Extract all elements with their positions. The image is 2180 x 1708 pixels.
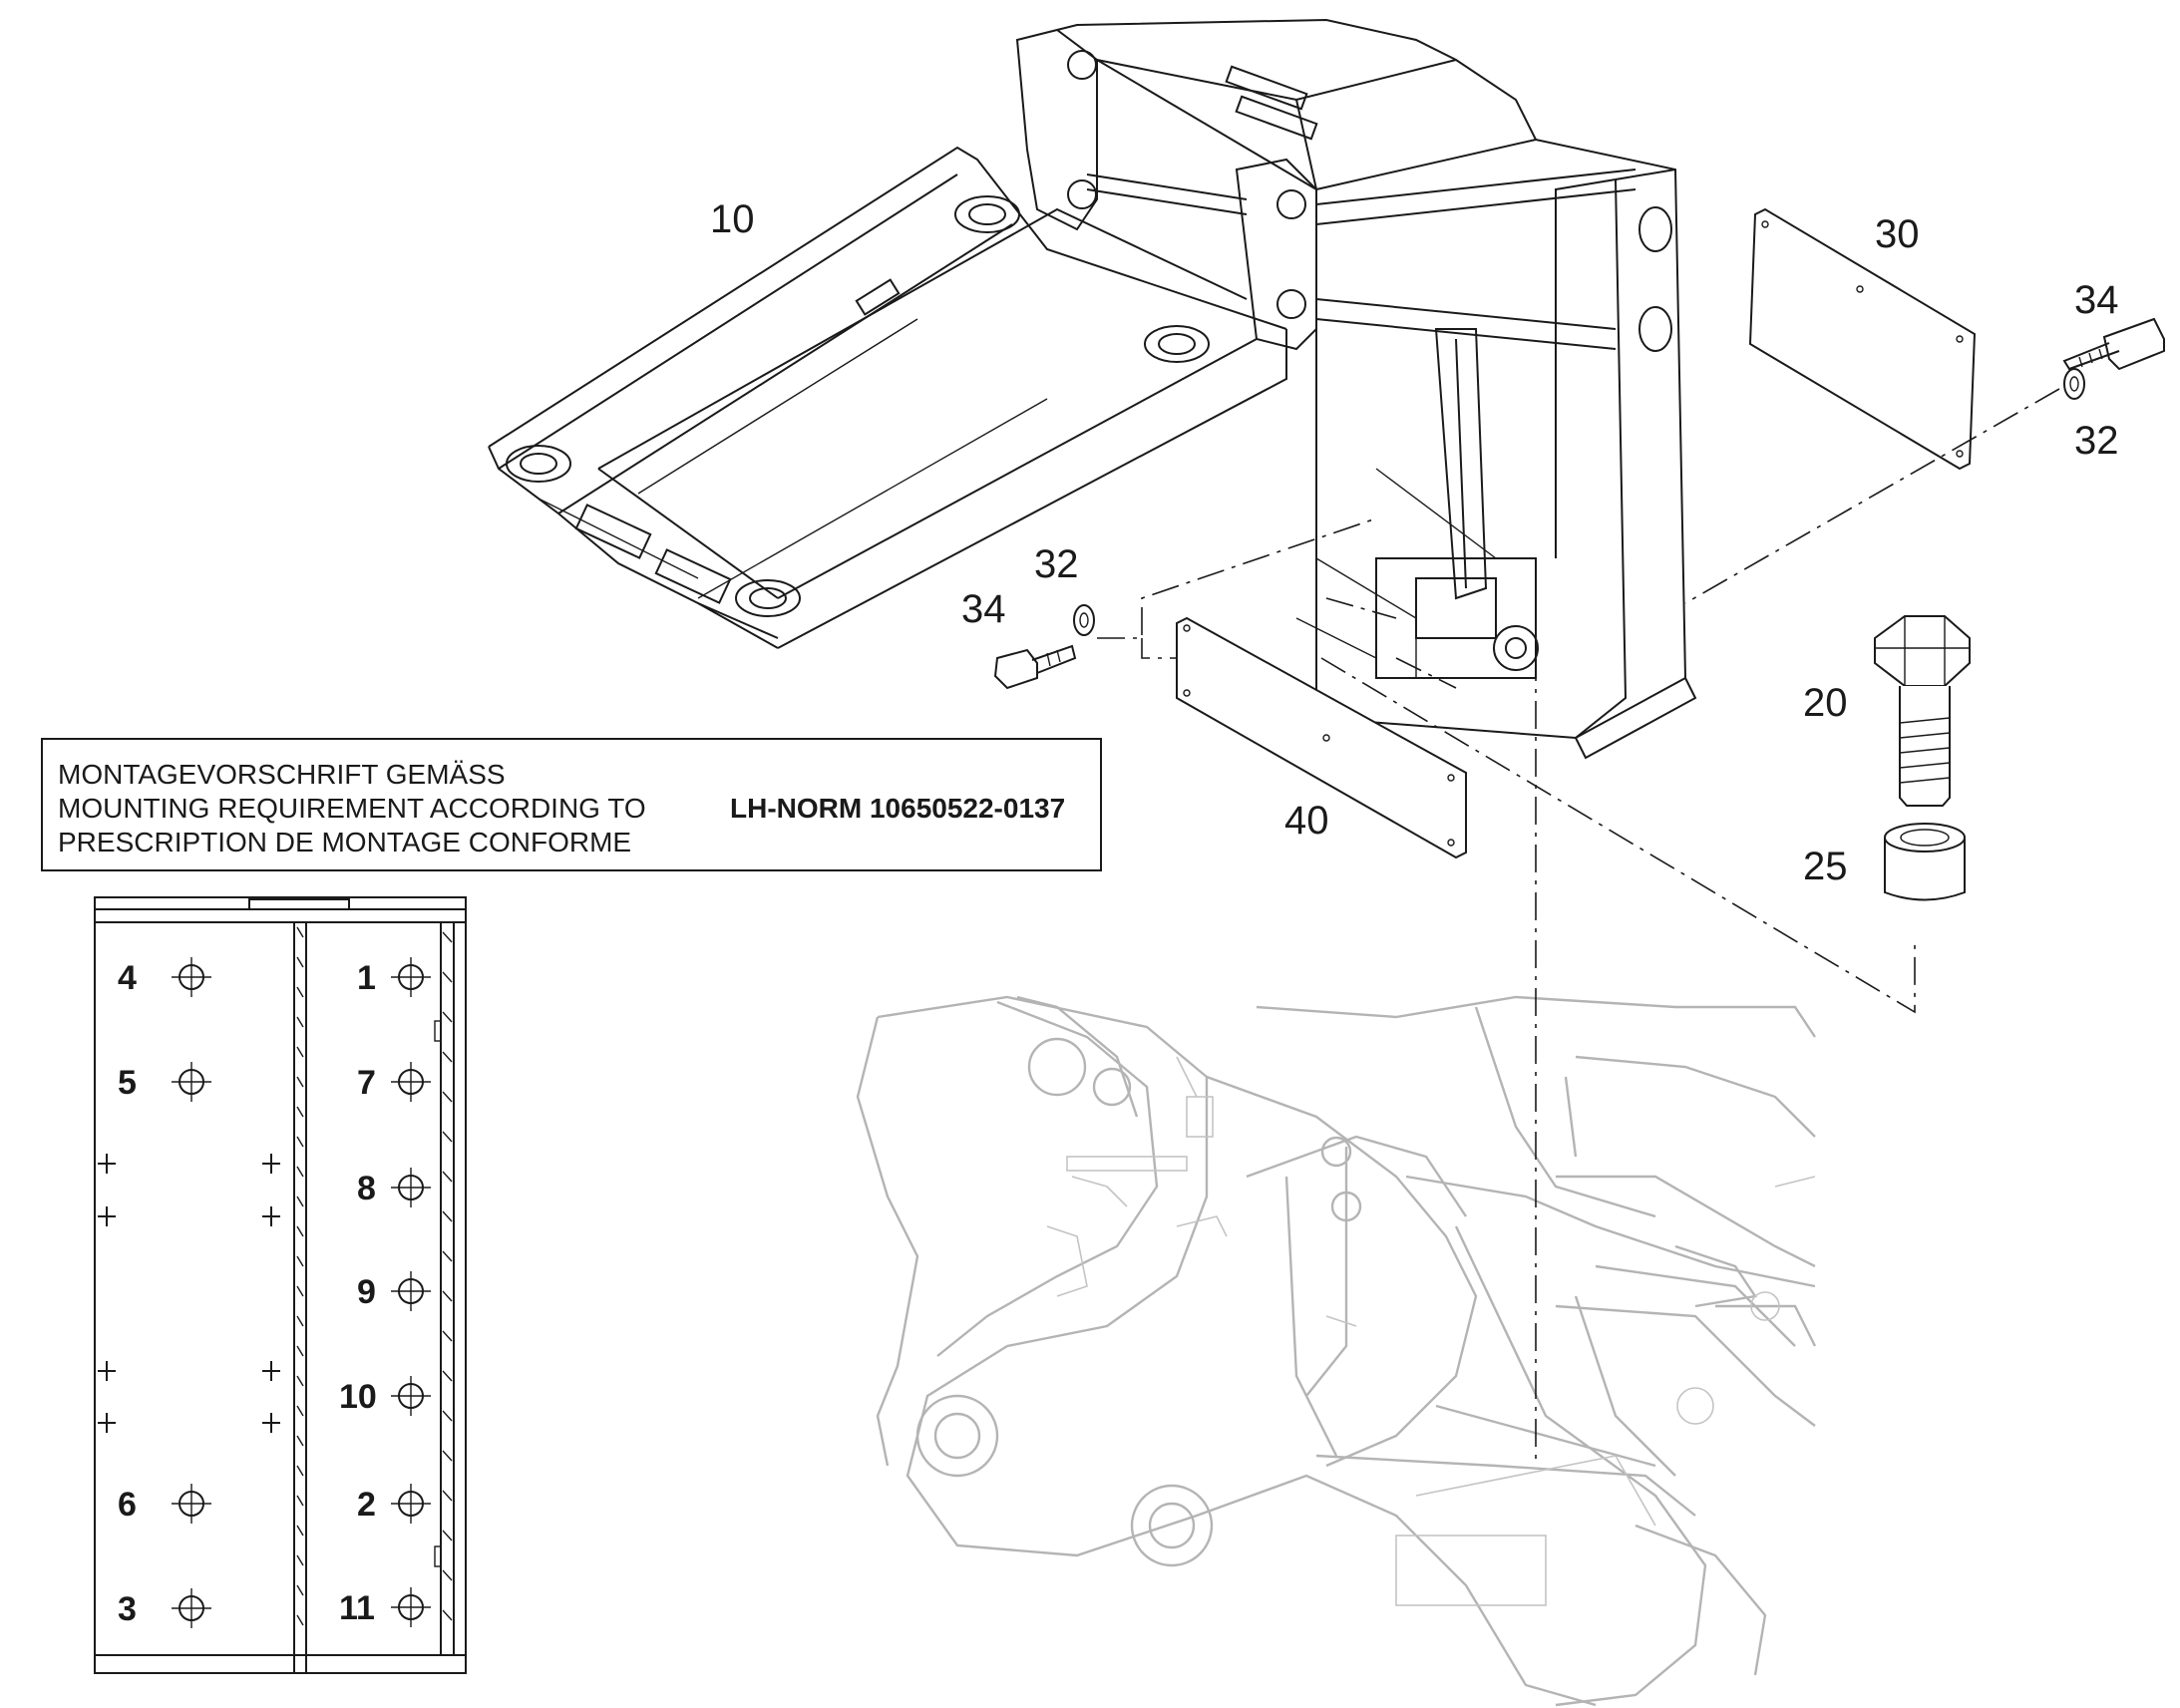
hole-marker-7	[391, 1062, 431, 1102]
hole-number-3: 3	[118, 1590, 137, 1628]
hole-number-10: 10	[339, 1378, 377, 1416]
hole-number-1: 1	[357, 959, 376, 997]
cover-plate-item-30	[1748, 207, 1977, 471]
hole-marker-4	[172, 957, 211, 997]
hole-marker-1	[391, 957, 431, 997]
hole-marker-9	[391, 1271, 431, 1311]
hole-marker-3	[172, 1588, 211, 1628]
callout-32-left: 32	[1034, 542, 1079, 586]
hole-number-6: 6	[118, 1486, 137, 1524]
hole-pattern-detail	[94, 896, 467, 1674]
callout-20: 20	[1803, 681, 1848, 725]
assembly-centerlines	[1097, 388, 2060, 1466]
note-norm-reference: LH-NORM 10650522-0137	[730, 793, 1065, 824]
hole-number-5: 5	[118, 1064, 137, 1102]
machine-base-frame	[856, 995, 1817, 1707]
hole-marker-11	[391, 1587, 431, 1627]
mounting-note-box	[41, 738, 1102, 871]
hole-marker-5	[172, 1062, 211, 1102]
screw-item-34-right	[2062, 317, 2165, 371]
note-line-french: PRESCRIPTION DE MONTAGE CONFORME	[58, 827, 631, 857]
hole-marker-6	[172, 1484, 211, 1524]
washer-item-32-left	[1073, 604, 1095, 636]
bolt-item-20	[1874, 615, 1971, 807]
cover-plate-item-40	[1176, 616, 1467, 859]
callout-34-right: 34	[2074, 278, 2119, 322]
hole-number-7: 7	[357, 1064, 376, 1102]
callout-30: 30	[1875, 212, 1920, 256]
callout-40: 40	[1284, 799, 1329, 843]
hole-number-11: 11	[339, 1589, 375, 1627]
washer-item-32-right	[2063, 368, 2085, 400]
hole-markers	[98, 957, 431, 1628]
hole-marker-2	[391, 1484, 431, 1524]
hole-number-9: 9	[357, 1273, 376, 1311]
callout-32-right: 32	[2074, 419, 2119, 463]
screw-item-34-left	[993, 644, 1077, 690]
hole-marker-8	[391, 1168, 431, 1207]
hole-marker-10	[391, 1376, 431, 1416]
callout-10: 10	[710, 197, 755, 241]
frame-item-10	[488, 18, 1697, 760]
note-line-english: MOUNTING REQUIREMENT ACCORDING TO	[58, 793, 646, 824]
hole-number-2: 2	[357, 1486, 376, 1524]
mounting-note: MONTAGEVORSCHRIFT GEMÄSS MOUNTING REQUIR…	[41, 738, 1102, 871]
callout-34-left: 34	[961, 587, 1006, 631]
reference-crosses	[98, 1154, 280, 1433]
callout-labels: 10 30 34 32 32 34 20 25 40	[710, 197, 2119, 888]
hole-number-4: 4	[118, 959, 137, 997]
hole-numbers: 4 5 6 3 1 7 8 9 10 2 11	[118, 959, 377, 1628]
sleeve-item-25	[1884, 823, 1966, 901]
callout-25: 25	[1803, 845, 1848, 888]
hole-number-8: 8	[357, 1170, 376, 1207]
note-line-german: MONTAGEVORSCHRIFT GEMÄSS	[58, 759, 506, 790]
